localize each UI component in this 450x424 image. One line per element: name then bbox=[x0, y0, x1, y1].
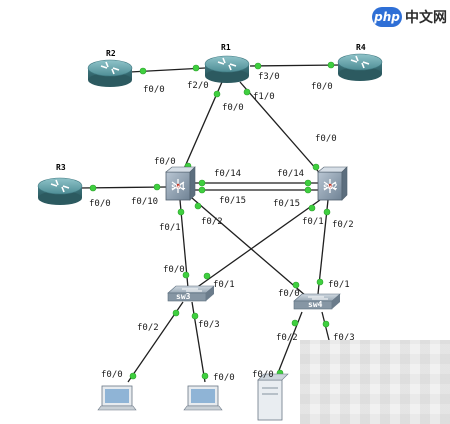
port-dot bbox=[191, 312, 199, 320]
port-dot bbox=[327, 61, 335, 69]
port-labels: f0/0 f2/0 f3/0 f0/0 f1/0 f0/0 f0/0 f0/0 … bbox=[89, 72, 355, 383]
port-label-r3-f00: f0/0 bbox=[89, 199, 111, 209]
router-r3-label: R3 bbox=[56, 163, 66, 172]
port-label-r1-f20: f2/0 bbox=[187, 81, 209, 91]
router-r2[interactable]: R2 bbox=[87, 49, 133, 88]
port-dot bbox=[304, 186, 312, 194]
watermark-mark: php bbox=[372, 7, 402, 27]
switch-sw1-label: sw1 bbox=[171, 182, 186, 191]
port-label-sw1-f02: f0/2 bbox=[201, 217, 223, 227]
port-label-sw3-f03: f0/3 bbox=[198, 320, 220, 330]
port-label-sw1-f01: f0/1 bbox=[159, 223, 181, 233]
port-label-sw4-f02: f0/2 bbox=[276, 333, 298, 343]
link-r1-sw1 bbox=[179, 81, 223, 179]
switch-sw1[interactable]: sw1 bbox=[165, 166, 196, 201]
port-label-r1-f00: f0/0 bbox=[222, 103, 244, 113]
switch-sw2-label: sw2 bbox=[323, 182, 338, 191]
port-dot bbox=[291, 319, 299, 327]
port-label-sw2-f015: f0/15 bbox=[273, 199, 300, 209]
router-r1-label: R1 bbox=[221, 43, 231, 52]
port-dot bbox=[198, 179, 206, 187]
port-label-pc1-f00: f0/0 bbox=[101, 370, 123, 380]
router-r2-label: R2 bbox=[106, 49, 116, 58]
pc-2[interactable] bbox=[183, 385, 223, 411]
port-dot bbox=[316, 278, 324, 286]
port-dot bbox=[129, 372, 137, 380]
port-dot bbox=[304, 179, 312, 187]
port-dot bbox=[172, 309, 180, 317]
port-dot bbox=[192, 64, 200, 72]
watermark-text: 中文网 bbox=[405, 10, 447, 26]
port-label-sw2-f02: f0/2 bbox=[332, 220, 354, 230]
port-dot bbox=[201, 372, 209, 380]
port-dot bbox=[213, 90, 221, 98]
link-r1-r4 bbox=[249, 64, 341, 67]
port-label-sw4-f01: f0/1 bbox=[328, 280, 350, 290]
pc-1[interactable] bbox=[97, 385, 137, 411]
link-r1-sw2 bbox=[239, 81, 325, 179]
port-label-sw1-f014: f0/14 bbox=[214, 169, 241, 179]
port-label-sw2-f00-top: f0/0 bbox=[315, 134, 337, 144]
switch-sw3-label: sw3 bbox=[176, 292, 191, 301]
router-r4[interactable]: R4 bbox=[337, 43, 383, 82]
port-dot bbox=[198, 186, 206, 194]
port-dot bbox=[177, 208, 185, 216]
link-sw2-sw4 bbox=[317, 199, 329, 295]
port-label-sw3-f00: f0/0 bbox=[163, 265, 185, 275]
port-label-sw1-f00: f0/0 bbox=[154, 157, 176, 167]
router-r1[interactable]: R1 bbox=[204, 43, 250, 84]
port-label-sw1-f010: f0/10 bbox=[131, 197, 158, 207]
port-label-sw2-f01: f0/1 bbox=[302, 217, 324, 227]
server[interactable] bbox=[257, 373, 289, 421]
port-label-sw3-f01: f0/1 bbox=[213, 280, 235, 290]
port-label-sw4-f00: f0/0 bbox=[278, 289, 300, 299]
port-dot bbox=[182, 271, 190, 279]
port-dot bbox=[322, 320, 330, 328]
port-label-sw3-f02: f0/2 bbox=[137, 323, 159, 333]
port-label-r1-f10: f1/0 bbox=[253, 92, 275, 102]
port-label-sw4-f03: f0/3 bbox=[333, 333, 355, 343]
port-dot bbox=[203, 272, 211, 280]
port-dot bbox=[323, 208, 331, 216]
port-label-r1-f30: f3/0 bbox=[258, 72, 280, 82]
port-dot bbox=[254, 62, 262, 70]
link-sw1-sw4 bbox=[191, 197, 307, 297]
port-dot bbox=[139, 67, 147, 75]
link-sw2-sw3 bbox=[195, 199, 321, 289]
port-label-server-f00: f0/0 bbox=[252, 370, 274, 380]
port-dot bbox=[89, 184, 97, 192]
switch-sw3[interactable]: sw3 bbox=[167, 285, 215, 302]
watermark-logo: php 中文网 bbox=[372, 6, 447, 28]
port-indicators bbox=[89, 61, 335, 380]
port-dot bbox=[194, 202, 202, 210]
port-label-pc2-f00: f0/0 bbox=[213, 373, 235, 383]
switch-sw2[interactable]: sw2 bbox=[317, 166, 348, 201]
port-dot bbox=[243, 88, 251, 96]
port-label-r2-f00: f0/0 bbox=[143, 85, 165, 95]
pixelated-region bbox=[300, 340, 450, 424]
port-label-sw2-f014: f0/14 bbox=[277, 169, 304, 179]
port-label-sw1-f015: f0/15 bbox=[219, 196, 246, 206]
port-dot bbox=[153, 183, 161, 191]
switch-sw4[interactable]: sw4 bbox=[293, 293, 341, 310]
switch-sw4-label: sw4 bbox=[308, 300, 323, 309]
port-label-r4-f00: f0/0 bbox=[311, 82, 333, 92]
port-dot bbox=[312, 163, 320, 171]
router-r3[interactable]: R3 bbox=[37, 163, 83, 206]
router-r4-label: R4 bbox=[356, 43, 366, 52]
port-dot bbox=[292, 281, 300, 289]
port-dot bbox=[308, 204, 316, 212]
